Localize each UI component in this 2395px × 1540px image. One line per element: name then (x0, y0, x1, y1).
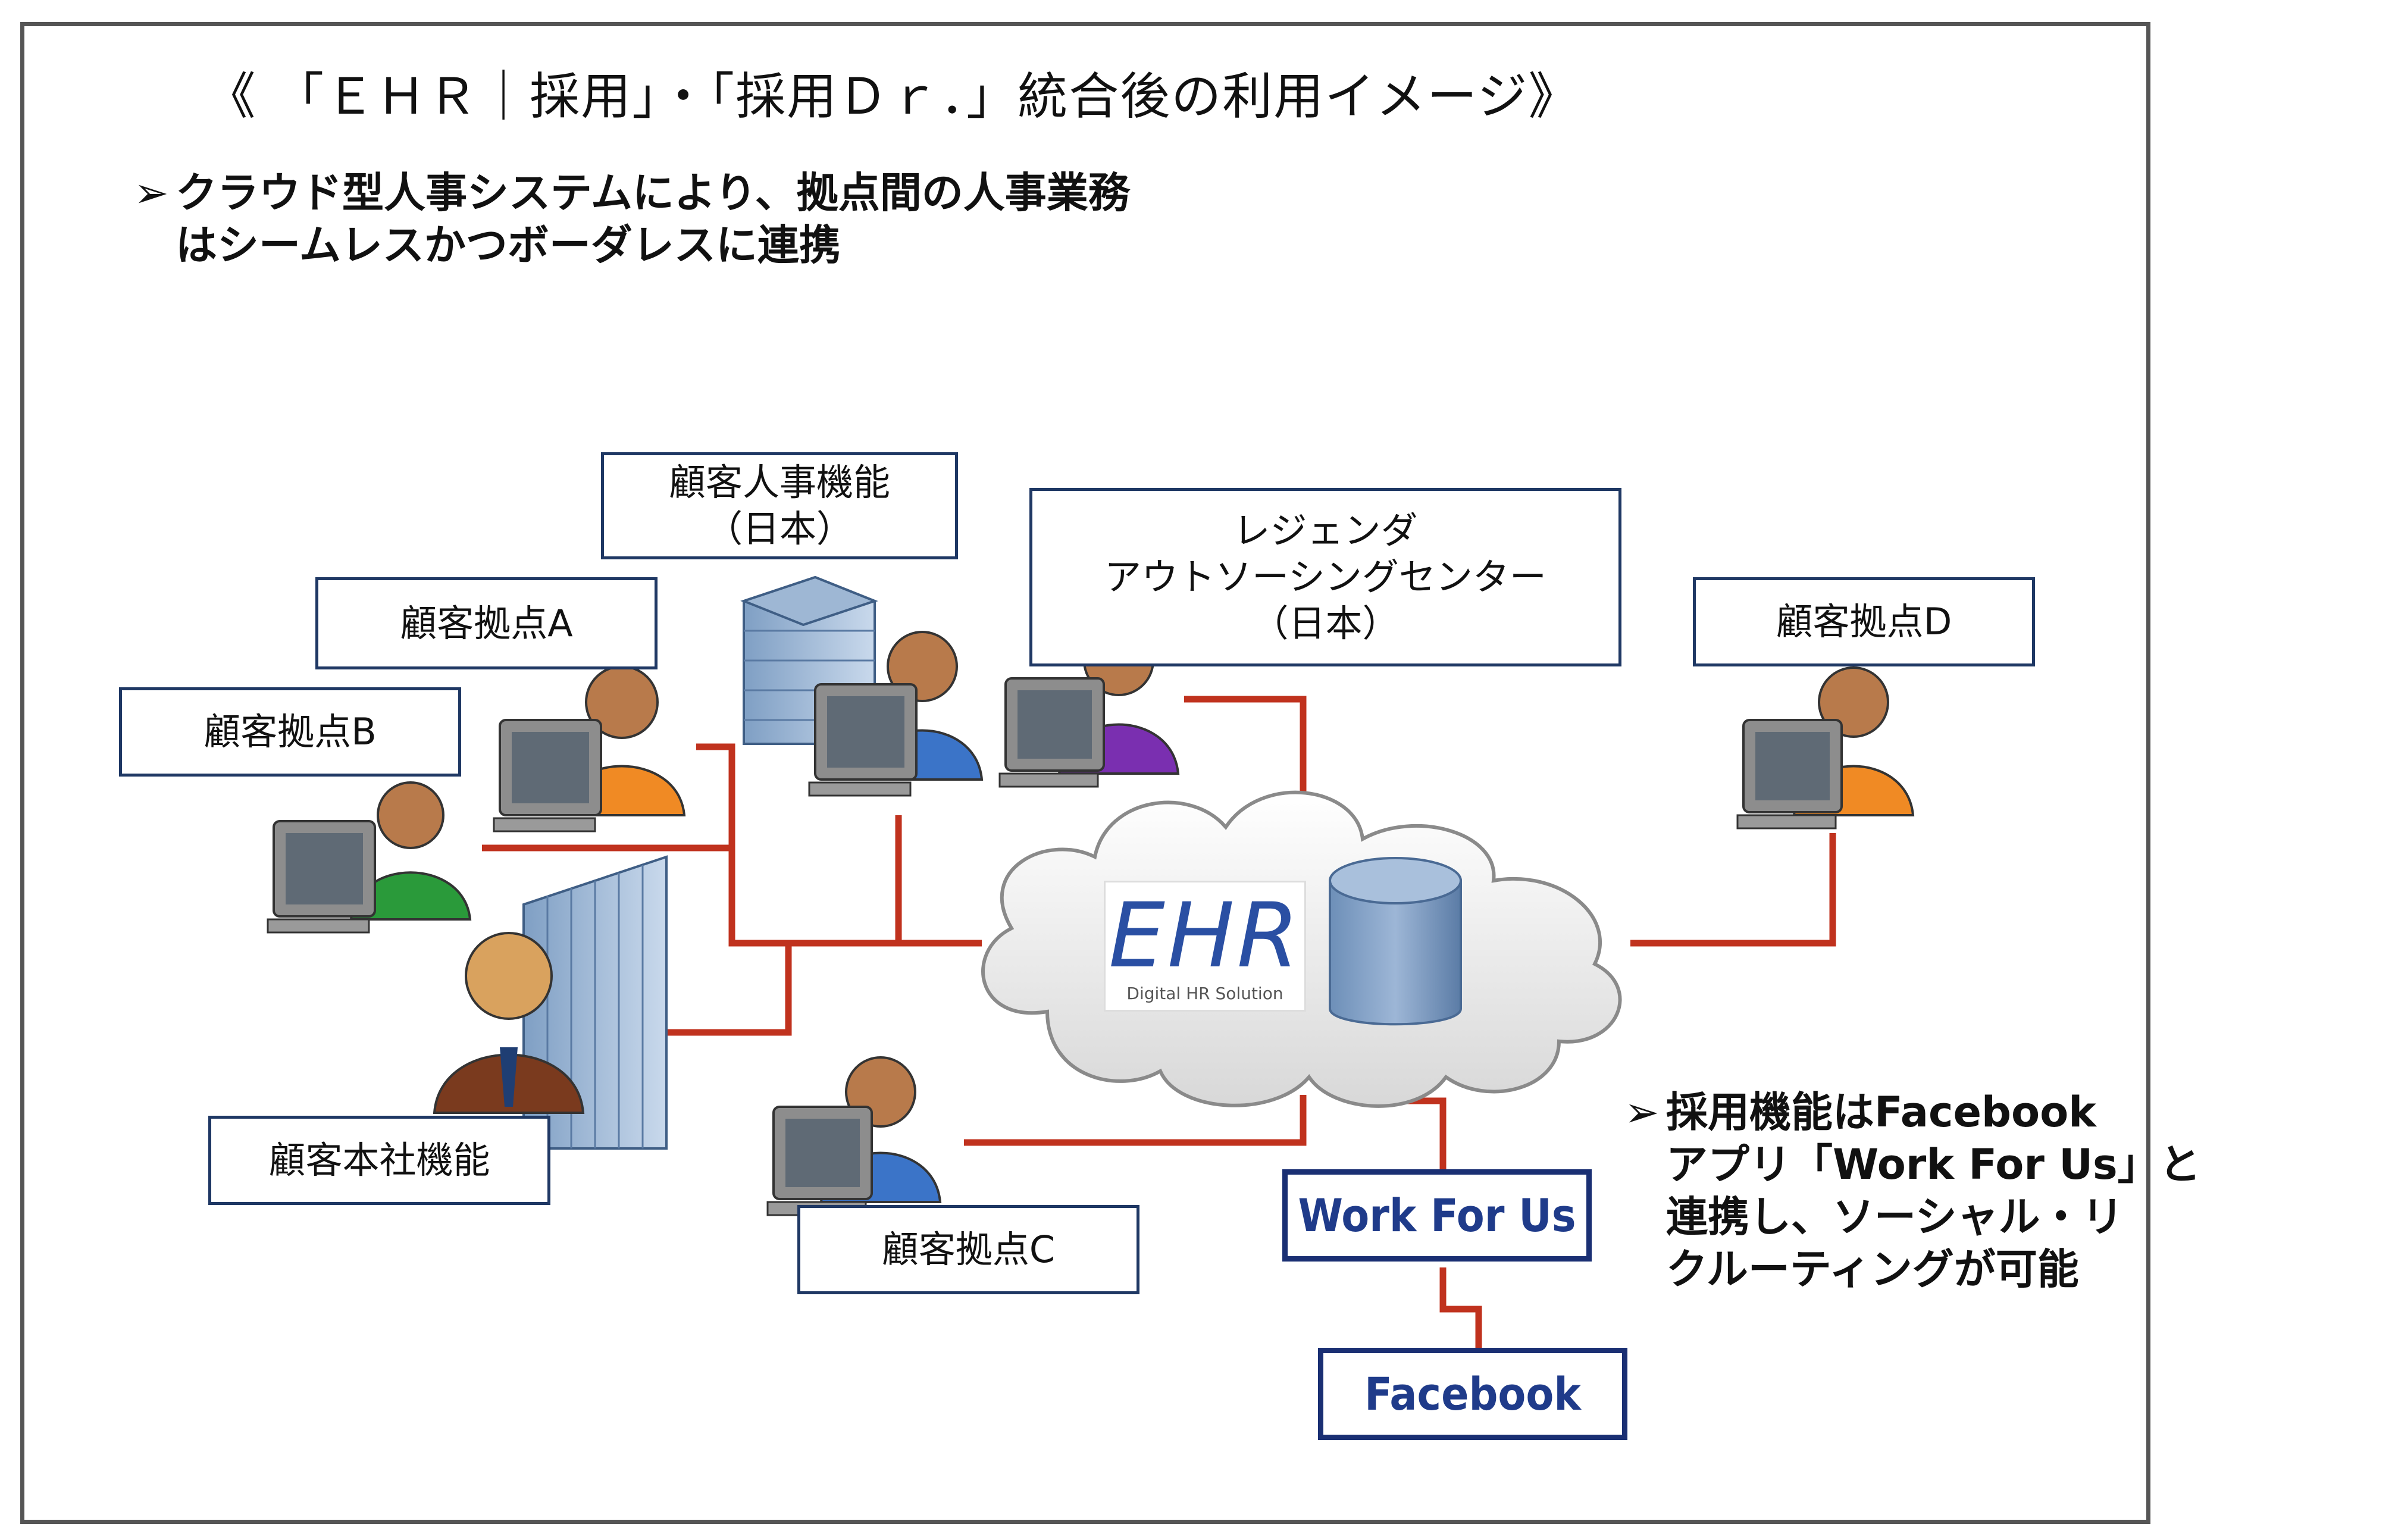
facebook-box: Facebook (1318, 1348, 1627, 1440)
diagram-title: 《 「ＥＨＲ｜採用」・「採用Ｄｒ．」統合後の利用イメージ》 (205, 67, 1580, 126)
connector-site-c (964, 1095, 1307, 1146)
label-site-d: 顧客拠点D (1693, 577, 2035, 666)
label-headquarters-text: 顧客本社機能 (268, 1138, 490, 1182)
user-site-d-icon (1736, 666, 1915, 830)
user-hr-japan-icon (808, 631, 984, 797)
user-site-a-icon (493, 665, 686, 832)
label-hr-japan-line2: （日本） (705, 507, 853, 550)
label-site-c: 顧客拠点C (797, 1205, 1139, 1294)
bullet-facebook-line4: クルーティングが可能 (1666, 1245, 2079, 1294)
bullet-cloud-hr-line2: はシームレスかつボーダレスに連携 (176, 221, 841, 270)
bullet-facebook-integration: ➢採用機能はFacebook アプリ「Work For Us」と 連携し、ソーシ… (1624, 1086, 2201, 1295)
bullet-arrow-icon: ➢ (1624, 1088, 1660, 1137)
user-site-b-icon (267, 781, 472, 934)
user-headquarters-executive-icon (433, 932, 585, 1114)
bullet-facebook-line3: 連携し、ソーシャル・リ (1666, 1192, 2124, 1241)
work-for-us-box: Work For Us (1282, 1169, 1592, 1262)
connector-site-a (696, 743, 982, 947)
label-site-d-text: 顧客拠点D (1776, 600, 1952, 643)
bullet-cloud-hr: ➢クラウド型人事システムにより、拠点間の人事業務 はシームレスかつボーダレスに連… (134, 167, 1130, 271)
ehr-logo: EHR Digital HR Solution (1104, 881, 1306, 1012)
label-outsourcing-line3: （日本） (1251, 602, 1400, 645)
bullet-arrow-icon: ➢ (134, 168, 169, 217)
label-outsourcing-center: レジェンダ アウトソーシングセンター （日本） (1029, 488, 1621, 666)
label-site-b: 顧客拠点B (119, 687, 461, 777)
bullet-facebook-line2: アプリ「Work For Us」と (1666, 1140, 2201, 1189)
label-hr-japan: 顧客人事機能 （日本） (601, 452, 958, 559)
label-site-a: 顧客拠点A (315, 577, 658, 669)
ehr-logo-subtitle: Digital HR Solution (1126, 984, 1283, 1003)
facebook-label: Facebook (1364, 1367, 1581, 1420)
label-hr-japan-line1: 顧客人事機能 (668, 461, 890, 504)
label-outsourcing-line1: レジェンダ (1233, 509, 1418, 552)
label-site-c-text: 顧客拠点C (881, 1228, 1056, 1271)
connector-facebook (1439, 1267, 1482, 1351)
connector-outsourcing (1184, 696, 1307, 797)
work-for-us-label: Work For Us (1298, 1189, 1576, 1242)
label-site-b-text: 顧客拠点B (204, 710, 377, 753)
ehr-logo-text: EHR (1109, 884, 1301, 988)
label-headquarters: 顧客本社機能 (208, 1116, 550, 1205)
user-site-c-icon (766, 1056, 942, 1216)
label-outsourcing-line2: アウトソーシングセンター (1104, 555, 1546, 599)
database-cylinder (1329, 857, 1462, 1026)
bullet-facebook-line1: 採用機能はFacebook (1666, 1088, 2096, 1137)
connector-site-d (1630, 833, 1836, 947)
bullet-cloud-hr-line1: クラウド型人事システムにより、拠点間の人事業務 (176, 168, 1130, 217)
label-site-a-text: 顧客拠点A (400, 601, 573, 645)
